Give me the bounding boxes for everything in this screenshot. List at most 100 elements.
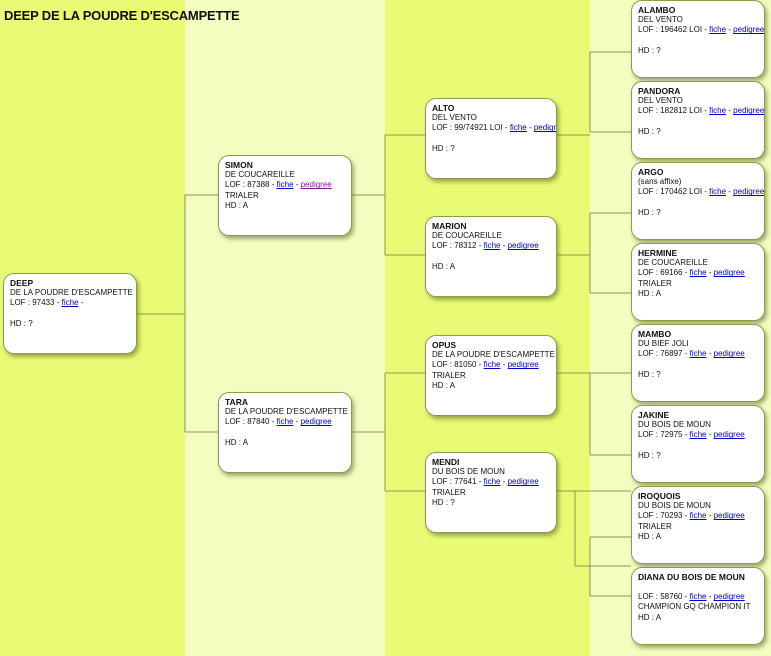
dog-affix: DEL VENTO [432, 113, 477, 123]
dog-affix: DU BOIS DE MOUN [638, 501, 711, 511]
fiche-link[interactable]: fiche [61, 298, 79, 308]
lof-number: LOF : 69166 - [638, 268, 690, 278]
dog-title: TRIALER [225, 190, 259, 200]
fiche-link[interactable]: fiche [483, 477, 501, 487]
dog-name: ALTO [432, 103, 455, 113]
fiche-link[interactable]: fiche [709, 25, 727, 35]
dog-hd: HD : ? [432, 143, 455, 153]
pedigree-link[interactable]: pedigree [507, 477, 539, 487]
fiche-link[interactable]: fiche [276, 417, 294, 427]
dog-hd: HD : ? [432, 497, 455, 507]
dog-affix: DU BIEF JOLI [638, 339, 689, 349]
lof-number: LOF : 97433 - [10, 298, 62, 308]
dog-lof-line: LOF : 196462 LOI - fiche - pedigree [638, 25, 764, 35]
separator: - [293, 417, 301, 427]
lof-number: LOF : 77641 - [432, 477, 484, 487]
fiche-link[interactable]: fiche [483, 241, 501, 251]
dog-name: DIANA DU BOIS DE MOUN [638, 572, 745, 582]
fiche-link[interactable]: fiche [709, 106, 727, 116]
pedigree-link[interactable]: pedigree [713, 268, 745, 278]
dog-lof-line: LOF : 170462 LOI - fiche - pedigree [638, 187, 764, 197]
dog-name: MARION [432, 221, 467, 231]
separator: - [726, 187, 734, 197]
dog-name: MAMBO [638, 329, 672, 339]
dog-lof-line: LOF : 99/74921 LOI - fiche - pedigree [432, 123, 556, 133]
dog-card-diana: DIANA DU BOIS DE MOUN LOF : 58760 - fich… [631, 567, 765, 645]
dog-card-jakine: JAKINE DU BOIS DE MOUN LOF : 72975 - fic… [631, 405, 765, 483]
dog-card-opus: OPUS DE LA POUDRE D'ESCAMPETTE LOF : 810… [425, 335, 557, 416]
dog-affix: DEL VENTO [638, 96, 683, 106]
dog-title: CHAMPION GQ CHAMPION IT [638, 602, 751, 612]
dog-hd: HD : A [225, 200, 249, 210]
fiche-link[interactable]: fiche [689, 592, 707, 602]
lof-number: LOF : 196462 LOI - [638, 25, 710, 35]
pedigree-link[interactable]: pedigree [713, 592, 745, 602]
dog-card-simon: SIMON DE COUCAREILLE LOF : 87388 - fiche… [218, 155, 352, 236]
lof-number: LOF : 99/74921 LOI - [432, 123, 510, 133]
dog-affix [638, 582, 758, 592]
dog-card-hermine: HERMINE DE COUCAREILLE LOF : 69166 - fic… [631, 243, 765, 321]
separator: - [526, 123, 534, 133]
separator: - [706, 430, 714, 440]
pedigree-link[interactable]: pedigree [300, 417, 332, 427]
lof-number: LOF : 87840 - [225, 417, 277, 427]
pedigree-link[interactable]: pedigree [713, 430, 745, 440]
pedigree-link[interactable]: pedigree [733, 187, 765, 197]
dog-name: SIMON [225, 160, 253, 170]
pedigree-link[interactable]: pedigree [300, 180, 332, 190]
fiche-link[interactable]: fiche [483, 360, 501, 370]
pedigree-link[interactable]: pedigree [507, 360, 539, 370]
dog-title: TRIALER [432, 487, 466, 497]
lof-number: LOF : 58760 - [638, 592, 690, 602]
separator: - [500, 241, 508, 251]
fiche-link[interactable]: fiche [689, 430, 707, 440]
pedigree-link[interactable]: pedigree [713, 511, 745, 521]
separator: - [500, 360, 508, 370]
dog-hd: HD : A [432, 380, 456, 390]
dog-hd: HD : A [225, 437, 249, 447]
pedigree-link[interactable]: pedigree [733, 25, 765, 35]
separator: - [500, 477, 508, 487]
generation-band-2 [185, 0, 385, 656]
fiche-link[interactable]: fiche [689, 268, 707, 278]
dog-affix: DU BOIS DE MOUN [432, 467, 505, 477]
dog-hd: HD : ? [638, 126, 661, 136]
dog-card-deep: DEEP DE LA POUDRE D'ESCAMPETTE LOF : 974… [3, 273, 137, 354]
fiche-link[interactable]: fiche [689, 349, 707, 359]
pedigree-link[interactable]: pedigree [507, 241, 539, 251]
dog-name: OPUS [432, 340, 457, 350]
dog-lof-line: LOF : 87840 - fiche - pedigree [225, 417, 345, 427]
fiche-link[interactable]: fiche [276, 180, 294, 190]
separator: - [706, 268, 714, 278]
dog-name: TARA [225, 397, 248, 407]
dog-card-mambo: MAMBO DU BIEF JOLI LOF : 76897 - fiche -… [631, 324, 765, 402]
dog-lof-line: LOF : 81050 - fiche - pedigree [432, 360, 550, 370]
lof-number: LOF : 170462 LOI - [638, 187, 710, 197]
fiche-link[interactable]: fiche [509, 123, 527, 133]
dog-lof-line: LOF : 76897 - fiche - pedigree [638, 349, 758, 359]
dog-affix: DE LA POUDRE D'ESCAMPETTE [432, 350, 555, 360]
lof-number: LOF : 70293 - [638, 511, 690, 521]
dog-hd: HD : A [638, 288, 662, 298]
separator: - [78, 298, 84, 308]
dog-hd: HD : ? [638, 45, 661, 55]
dog-lof-line: LOF : 69166 - fiche - pedigree [638, 268, 758, 278]
page-title: DEEP DE LA POUDRE D'ESCAMPETTE [4, 8, 240, 23]
dog-lof-line: LOF : 70293 - fiche - pedigree [638, 511, 758, 521]
dog-hd: HD : A [638, 531, 662, 541]
pedigree-link[interactable]: pedigree [733, 106, 765, 116]
pedigree-link[interactable]: pedigree [533, 123, 557, 133]
dog-lof-line: LOF : 58760 - fiche - pedigree [638, 592, 758, 602]
dog-affix: (sans affixe) [638, 177, 682, 187]
pedigree-link[interactable]: pedigree [713, 349, 745, 359]
fiche-link[interactable]: fiche [709, 187, 727, 197]
dog-affix: DE LA POUDRE D'ESCAMPETTE [225, 407, 348, 417]
dog-hd: HD : ? [638, 369, 661, 379]
separator: - [726, 25, 734, 35]
dog-lof-line: LOF : 182812 LOI - fiche - pedigree [638, 106, 764, 116]
dog-affix: DE COUCAREILLE [225, 170, 295, 180]
dog-card-marion: MARION DE COUCAREILLE LOF : 78312 - fich… [425, 216, 557, 297]
dog-card-iroquois: IROQUOIS DU BOIS DE MOUN LOF : 70293 - f… [631, 486, 765, 564]
fiche-link[interactable]: fiche [689, 511, 707, 521]
